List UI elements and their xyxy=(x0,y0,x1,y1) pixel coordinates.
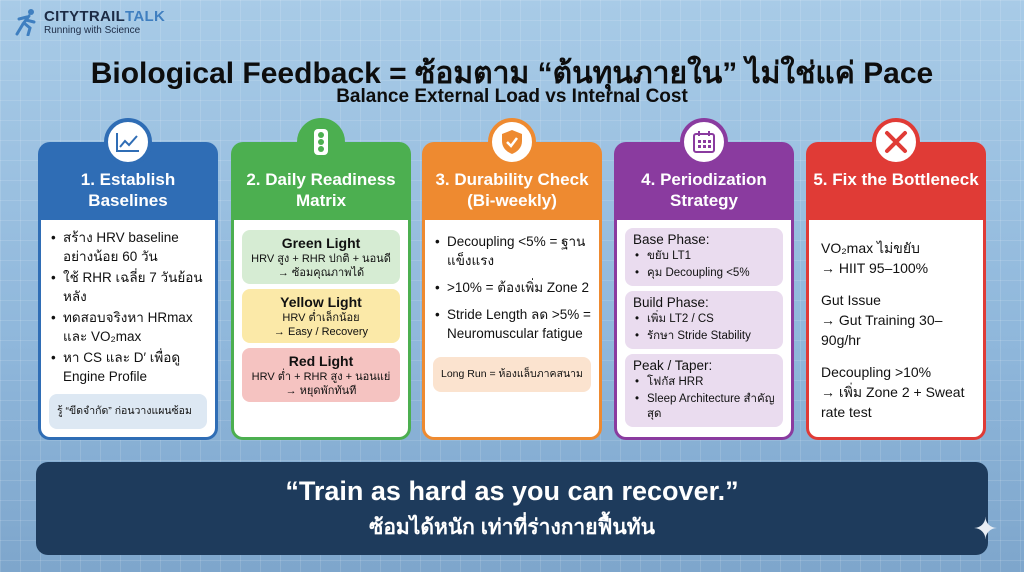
chart-icon xyxy=(104,118,152,166)
card-title: 2. Daily Readiness Matrix xyxy=(246,170,396,210)
card-baselines: 1. Establish Baselines สร้าง HRV baselin… xyxy=(38,118,218,440)
sparkle-icon: ✦ xyxy=(972,513,998,546)
quote-thai: ซ้อมได้หนัก เท่าที่ร่างกายฟื้นทัน xyxy=(369,516,655,539)
brand-name: CITYTRAILTALK xyxy=(44,8,166,25)
card-title: 4. Periodization Strategy xyxy=(641,170,767,210)
tools-icon xyxy=(872,118,920,166)
card-bottleneck: 5. Fix the Bottleneck VO₂max ไม่ขยับ→ HI… xyxy=(806,118,986,440)
card-note: รู้ “ขีดจำกัด” ก่อนวางแผนซ้อม xyxy=(49,394,207,429)
page-title: Biological Feedback = ซ้อมตาม “ต้นทุนภาย… xyxy=(90,57,934,90)
calendar-icon xyxy=(680,118,728,166)
list-item: >10% = ต้องเพิ่ม Zone 2 xyxy=(433,278,591,297)
list-item: Stride Length ลด >5% = Neuromuscular fat… xyxy=(433,305,591,343)
list-item: ใช้ RHR เฉลี่ย 7 วันย้อนหลัง xyxy=(49,268,207,306)
card-title: 5. Fix the Bottleneck xyxy=(813,170,979,189)
quote-text: “Train as hard as you can recover.” xyxy=(285,476,739,506)
brand-logo: CITYTRAILTALK Running with Science xyxy=(14,8,165,36)
card-durability: 3. Durability Check (Bi-weekly) Decoupli… xyxy=(422,118,602,440)
fix-item: VO₂max ไม่ขยับ→ HIIT 95–100% xyxy=(821,240,929,276)
list-item: Decoupling <5% = ฐานแข็งแรง xyxy=(433,232,591,270)
fix-item: Decoupling >10%→ เพิ่ม Zone 2 + Sweat ra… xyxy=(821,364,965,420)
card-title: 3. Durability Check (Bi-weekly) xyxy=(435,170,589,210)
list-item: สร้าง HRV baseline อย่างน้อย 60 วัน xyxy=(49,228,207,266)
card-title: 1. Establish Baselines xyxy=(80,170,176,210)
shield-check-icon xyxy=(488,118,536,166)
phase-peak: Peak / Taper:โฟกัส HRRSleep Architecture… xyxy=(625,354,783,427)
phase-build: Build Phase:เพิ่ม LT2 / CSรักษา Stride S… xyxy=(625,291,783,349)
card-periodization: 4. Periodization Strategy Base Phase:ขยั… xyxy=(614,118,794,440)
runner-icon xyxy=(15,9,36,36)
quote-banner: “Train as hard as you can recover.” ซ้อม… xyxy=(36,462,988,555)
list-item: หา CS และ D′ เพื่อดู Engine Profile xyxy=(49,348,207,386)
brand-tagline: Running with Science xyxy=(44,25,141,36)
traffic-light-icon xyxy=(297,118,345,166)
card-note: Long Run = ห้องแล็บภาคสนาม xyxy=(433,357,591,392)
list-item: ทดสอบจริงหา HRmax และ VO₂max xyxy=(49,308,207,346)
fix-item: Gut Issue→ Gut Training 30–90g/hr xyxy=(821,292,943,348)
phase-base: Base Phase:ขยับ LT1คุม Decoupling <5% xyxy=(625,228,783,286)
page-subtitle: Balance External Load vs Internal Cost xyxy=(336,86,688,107)
